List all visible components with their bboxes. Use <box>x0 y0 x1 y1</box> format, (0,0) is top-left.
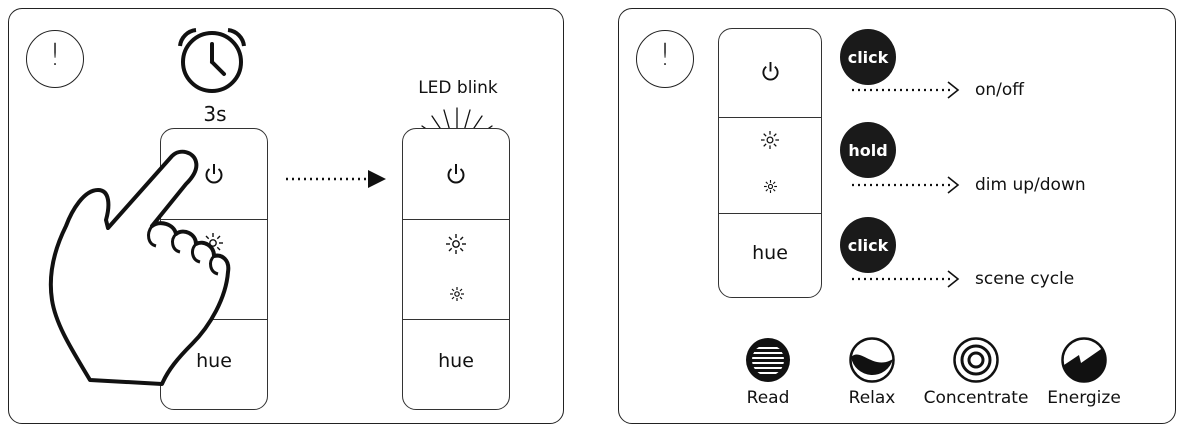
alert-icon <box>26 30 84 88</box>
dotted-arrow <box>852 176 960 194</box>
hue-label[interactable]: hue <box>438 350 474 372</box>
dotted-arrow <box>852 81 960 99</box>
remote-after <box>402 128 510 410</box>
concentrate-scene-icon <box>953 337 999 383</box>
alert-icon <box>636 30 694 88</box>
pointing-hand-icon <box>48 149 231 386</box>
timer-label: 3s <box>203 102 227 126</box>
click-badge: click <box>840 217 896 273</box>
led-label: LED blink <box>418 78 498 98</box>
power-icon[interactable] <box>761 61 780 82</box>
alarm-clock-icon <box>178 28 246 93</box>
action-result: scene cycle <box>975 269 1075 289</box>
sun-large-icon[interactable] <box>761 131 779 149</box>
relax-scene-icon <box>849 337 895 383</box>
sun-small-icon[interactable] <box>450 287 464 301</box>
remote-dimmer <box>718 28 822 298</box>
action-result: on/off <box>975 80 1025 100</box>
action-result: dim up/down <box>975 175 1086 195</box>
dotted-arrow <box>286 170 386 188</box>
alert-symbol: ! <box>48 38 62 73</box>
click-badge: click <box>840 29 896 85</box>
scene-label: Concentrate <box>923 388 1029 408</box>
scene-label: Energize <box>1047 388 1121 408</box>
power-icon[interactable] <box>204 163 224 185</box>
scene-label: Relax <box>848 388 896 408</box>
power-icon[interactable] <box>446 163 466 185</box>
read-scene-icon <box>746 338 790 382</box>
dotted-arrow <box>852 270 960 288</box>
alert-symbol: ! <box>658 38 672 73</box>
energize-scene-icon <box>1061 337 1107 383</box>
hold-badge: hold <box>840 122 896 178</box>
sun-small-icon[interactable] <box>764 180 777 193</box>
scene-label: Read <box>746 388 790 408</box>
hue-label[interactable]: hue <box>752 242 788 264</box>
hue-label[interactable]: hue <box>196 350 232 372</box>
sun-large-icon[interactable] <box>446 234 466 254</box>
